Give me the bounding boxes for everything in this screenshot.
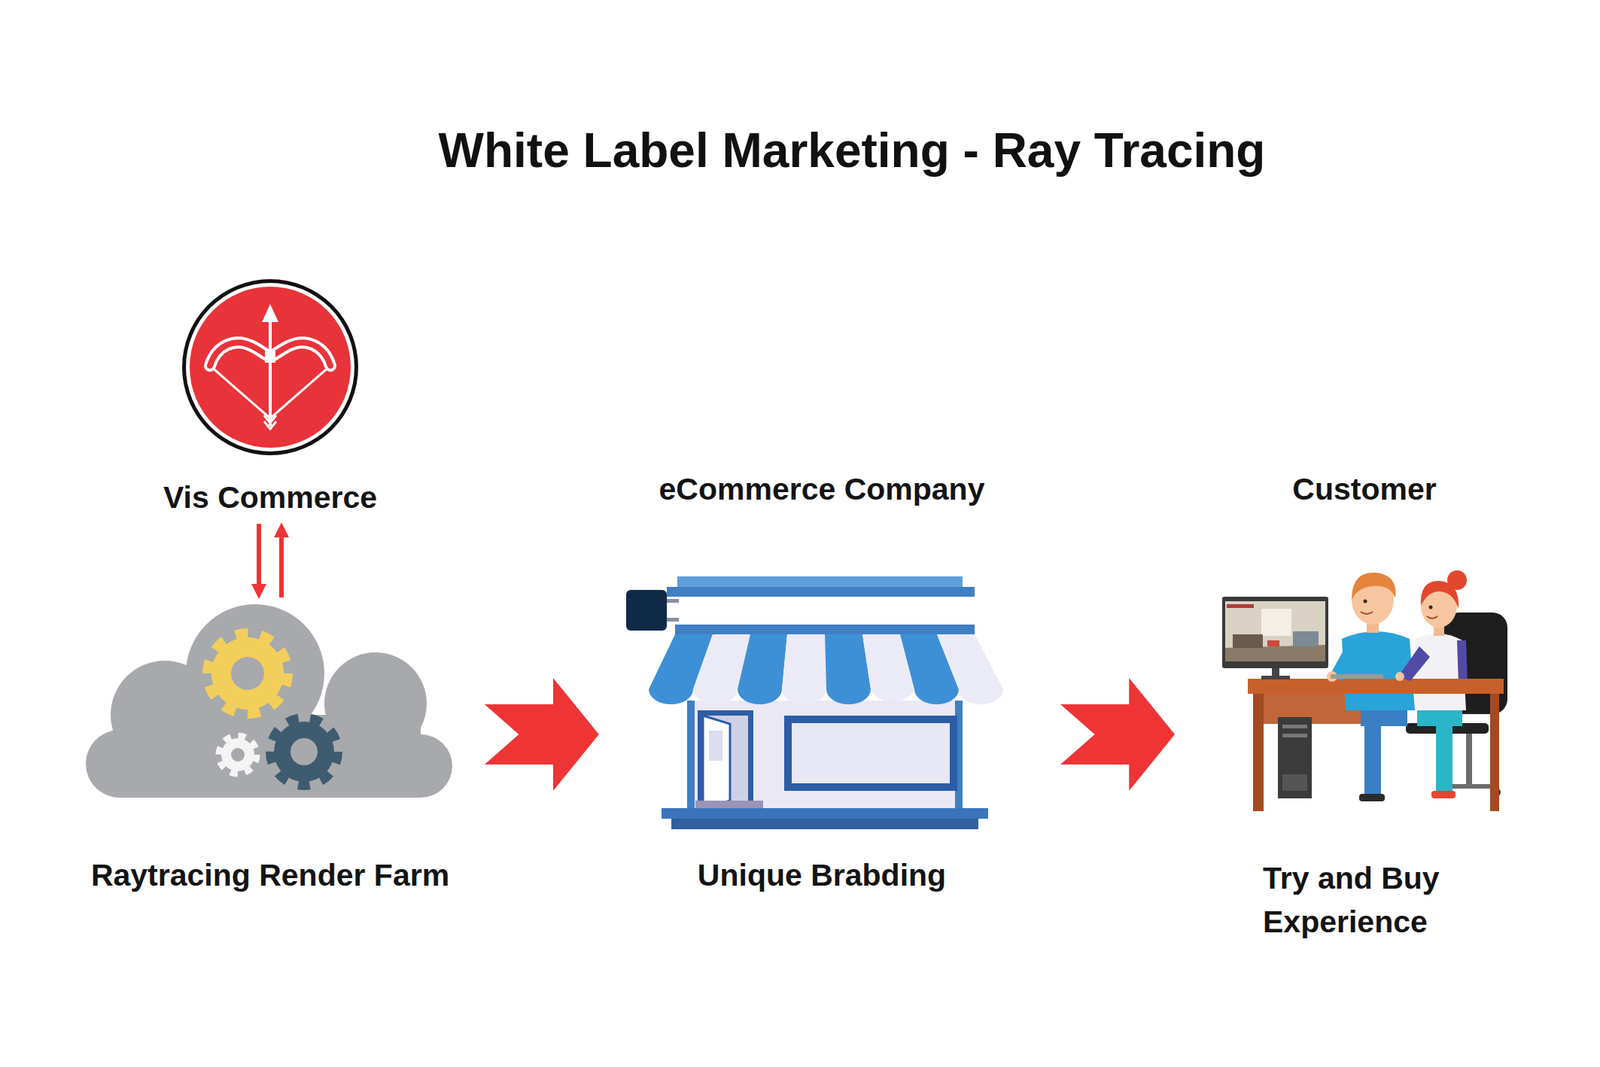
customer-illustration-part <box>1360 611 1373 615</box>
storefront-illustration-part <box>791 723 950 784</box>
storefront-illustration-part <box>702 715 731 809</box>
logo-badge-part <box>189 286 351 448</box>
storefront-illustration-part <box>824 634 871 705</box>
customer-illustration <box>1217 556 1512 813</box>
customer-illustration-part <box>1282 724 1308 729</box>
link-arrow-head <box>273 522 289 538</box>
node-caption: Try and Buy Experience <box>1262 856 1512 944</box>
customer-illustration-part <box>1420 580 1459 609</box>
node-caption: Unique Brabding <box>626 857 1018 895</box>
customer-illustration-part <box>1431 790 1456 799</box>
cloud-render-farm-part <box>231 657 265 691</box>
customer-illustration-part <box>1364 721 1381 796</box>
customer-illustration-part <box>1351 572 1396 600</box>
company-node: eCommerce CompanyUnique Brabding <box>626 466 1018 898</box>
customer-illustration-part <box>1435 721 1453 793</box>
render-farm-node: Raytracing Render Farm <box>83 602 458 898</box>
storefront-illustration-part <box>677 576 963 588</box>
customer-illustration-part <box>1490 693 1500 812</box>
storefront-illustration-part <box>661 808 989 819</box>
customer-illustration-part <box>1232 634 1263 648</box>
storefront-illustration-part <box>666 599 679 603</box>
storefront-illustration-part <box>666 587 975 597</box>
cloud-render-farm <box>85 602 455 813</box>
customer-illustration-part <box>1261 675 1290 680</box>
cloud-render-farm-part <box>231 748 245 762</box>
logo-badge-part <box>182 279 359 456</box>
storefront-illustration-part <box>708 730 723 761</box>
storefront-illustration-part <box>702 715 749 809</box>
storefront-illustration-part <box>687 700 695 810</box>
customer-illustration-part <box>1225 601 1326 662</box>
storefront-illustration-part <box>737 634 788 705</box>
customer-illustration-part <box>1466 733 1473 787</box>
logo-badge <box>179 276 361 458</box>
node-label: eCommerce Company <box>626 471 1018 508</box>
storefront-illustration <box>626 576 1018 833</box>
cloud-render-farm-part-part <box>119 714 421 798</box>
customer-illustration-part <box>1292 631 1319 647</box>
storefront-illustration-part <box>626 590 667 631</box>
storefront-illustration-part <box>784 715 958 791</box>
storefront-illustration-part <box>687 700 963 810</box>
node-label: Vis Commerce <box>155 479 386 517</box>
storefront-illustration-part <box>675 624 975 635</box>
cloud-render-farm-part <box>219 736 257 774</box>
storefront-illustration-part <box>936 634 1004 705</box>
customer-illustration-part <box>1282 733 1308 738</box>
customer-illustration-part <box>1267 640 1280 647</box>
logo-badge-part <box>209 342 331 366</box>
link-arrow-line <box>279 537 284 598</box>
customer-illustration-part <box>1282 774 1308 791</box>
customer-illustration-part <box>1429 605 1433 610</box>
customer-illustration-part <box>1222 596 1329 669</box>
logo-badge-part <box>268 320 272 426</box>
cloud-render-farm-part <box>208 634 287 713</box>
node-label: Customer <box>1217 471 1512 508</box>
logo-badge-part <box>264 349 276 363</box>
customer-illustration-part <box>1253 693 1264 812</box>
logo-badge-part <box>261 304 279 323</box>
customer-illustration-part <box>1261 608 1292 636</box>
node-label: Raytracing Render Farm <box>83 857 458 895</box>
customer-illustration-part <box>1457 640 1468 685</box>
customer-illustration-part <box>1247 678 1504 694</box>
flow-arrow <box>1060 678 1175 791</box>
logo-badge-part <box>209 365 331 419</box>
cloud-render-farm-part <box>290 738 318 766</box>
customer-illustration-part <box>1395 672 1405 682</box>
link-arrow-line <box>256 523 262 585</box>
link-arrow-head <box>251 584 267 600</box>
customer-illustration-part <box>1359 793 1385 802</box>
customer-illustration-part <box>1330 674 1384 679</box>
customer-illustration-part <box>1226 604 1254 609</box>
cloud-render-farm-part <box>270 718 338 785</box>
storefront-illustration-part <box>781 634 827 705</box>
diagram-title: White Label Marketing - Ray Tracing <box>174 121 1530 180</box>
cloud-render-farm-part <box>85 604 453 798</box>
storefront-illustration-part <box>697 710 754 809</box>
customer-illustration-part <box>1363 599 1368 604</box>
customer-illustration-part <box>1277 717 1312 799</box>
cloud-render-farm-part <box>221 738 255 772</box>
storefront-illustration-part <box>666 617 679 622</box>
customer-node: CustomerTry and Buy Experience <box>1217 466 1512 947</box>
logo-badge-part <box>185 282 355 452</box>
logo-badge-part <box>209 342 331 366</box>
brand-node: Vis Commerce <box>155 276 386 520</box>
customer-illustration-part <box>1426 616 1438 619</box>
flow-arrow <box>484 678 600 791</box>
storefront-illustration-part <box>671 818 979 830</box>
